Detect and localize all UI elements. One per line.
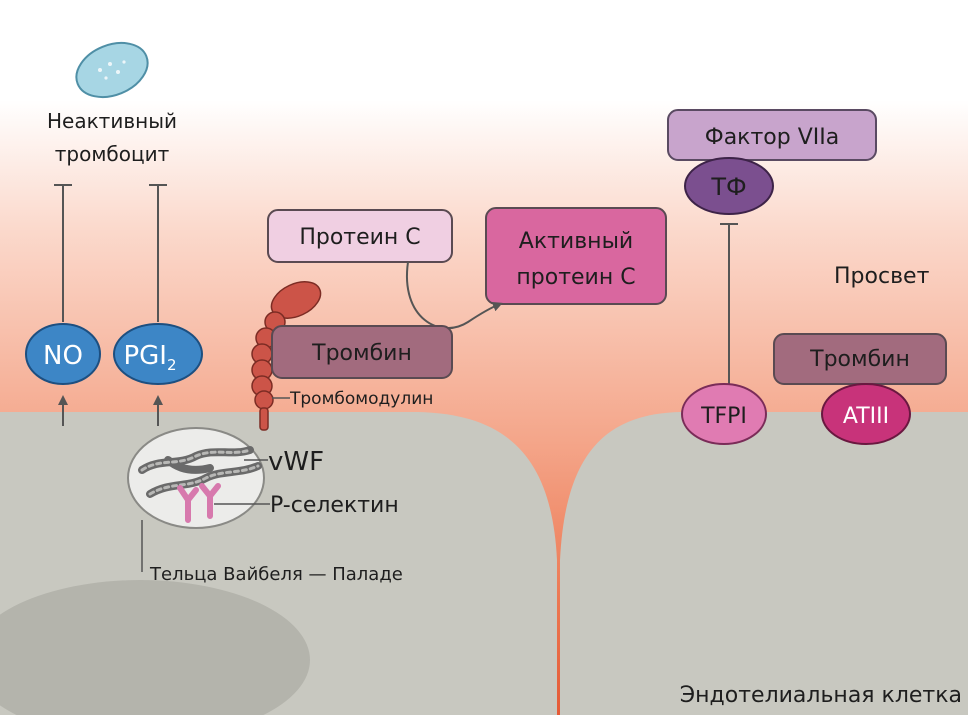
thrombin-right-label: Тромбин	[809, 347, 910, 372]
pgi2-subscript: 2	[167, 356, 177, 374]
factor-viia-label: Фактор VIIa	[705, 125, 839, 150]
lumen-label: Просвет	[834, 264, 930, 289]
endothelial-cell-label: Эндотелиальная клетка	[680, 683, 962, 708]
vwf-label: vWF	[268, 447, 324, 477]
inactive-platelet-label-line2: тромбоцит	[55, 142, 170, 166]
pgi2-main: PGI	[123, 341, 167, 371]
active-protein-c-label-line2: протеин С	[516, 265, 635, 290]
protein-c-label: Протеин С	[299, 225, 420, 250]
active-protein-c-label-line1: Активный	[519, 229, 633, 254]
tfpi-label: TFPI	[700, 404, 747, 429]
inactive-platelet-label-line1: Неактивный	[47, 109, 177, 133]
thrombomodulin-label: Тромбомодулин	[289, 389, 433, 409]
tf-label: ТФ	[710, 173, 746, 201]
no-label: NO	[43, 341, 83, 371]
atiii-label: ATIII	[843, 404, 889, 429]
p-selectin-label: P-селектин	[270, 493, 399, 518]
endothelial-cell-right	[560, 412, 968, 715]
weibel-palade-label: Тельца Вайбеля — Паладе	[149, 564, 403, 585]
thrombin-left-label: Тромбин	[311, 341, 412, 366]
